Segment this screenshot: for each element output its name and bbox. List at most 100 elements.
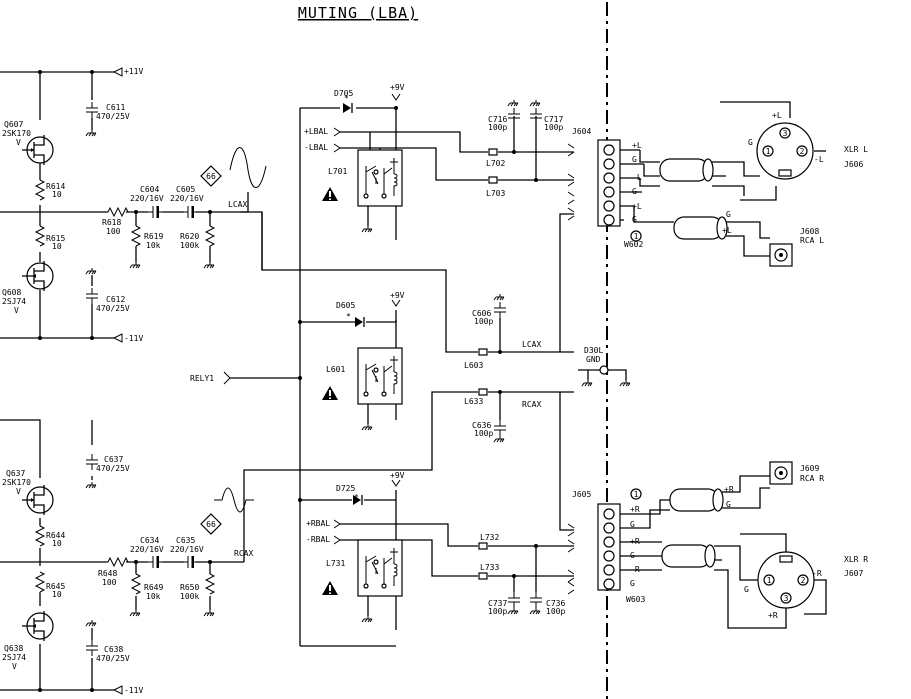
rail-label: +11V bbox=[124, 67, 143, 76]
transistor-rank: V bbox=[14, 306, 19, 315]
jack-name: XLR L bbox=[844, 145, 868, 154]
pin-label: -R bbox=[812, 569, 822, 578]
transistor-type: 2SJ74 bbox=[2, 653, 26, 662]
rca-left-jack bbox=[660, 216, 793, 267]
resistor-ref: R614 bbox=[46, 182, 65, 191]
diode-ref: D705 bbox=[334, 89, 353, 98]
pin-label: +L bbox=[722, 226, 732, 235]
resistor-ref: R648 bbox=[98, 569, 117, 578]
capacitor-ref: C605 bbox=[176, 185, 195, 194]
capacitor-value: 220/16V bbox=[170, 545, 204, 554]
net-label: RCAX bbox=[522, 400, 541, 409]
capacitor-value: 100p bbox=[544, 123, 563, 132]
net-label: LCAX bbox=[228, 200, 247, 209]
net-label: +RBAL bbox=[306, 519, 330, 528]
capacitor-ref: C604 bbox=[140, 185, 159, 194]
capacitor-value: 220/16V bbox=[130, 194, 164, 203]
capacitor-ref: C612 bbox=[106, 295, 125, 304]
pin-label: +L bbox=[632, 202, 642, 211]
rca-right-jack bbox=[669, 461, 793, 512]
net-label: +LBAL bbox=[304, 127, 328, 136]
connector-ref: W602 bbox=[624, 240, 643, 249]
capacitor-ref: C606 bbox=[472, 309, 491, 318]
net-label: LCAX bbox=[522, 340, 541, 349]
transistor-rank: V bbox=[16, 138, 21, 147]
resistor-value: 10 bbox=[52, 190, 62, 199]
relay-ref: L601 bbox=[326, 365, 345, 374]
pin-marker: 1 bbox=[767, 576, 772, 585]
xlr-left-jack bbox=[639, 101, 826, 201]
resistor-value: 10k bbox=[146, 592, 161, 601]
connector-j604 bbox=[567, 139, 660, 227]
resistor-value: 100k bbox=[180, 592, 199, 601]
coil-ref: L733 bbox=[480, 563, 499, 572]
resistor-ref: R618 bbox=[102, 218, 121, 227]
jack-name: J607 bbox=[844, 569, 863, 578]
resistor-value: 100k bbox=[180, 241, 199, 250]
left-buffer-amp bbox=[0, 67, 267, 343]
resistor-value: 10 bbox=[52, 539, 62, 548]
resistor-value: 100 bbox=[106, 227, 121, 236]
capacitor-ref: C737 bbox=[488, 599, 507, 608]
coil-ref: L603 bbox=[464, 361, 483, 370]
pin-marker: 3 bbox=[783, 129, 788, 138]
jack-ref: XLR R bbox=[844, 555, 868, 564]
test-point-marker: 66 bbox=[206, 172, 216, 181]
ground-label: GND bbox=[586, 355, 601, 364]
pin-marker: 3 bbox=[784, 594, 789, 603]
resistor-ref: R644 bbox=[46, 531, 65, 540]
pin-label: -L bbox=[814, 155, 824, 164]
pin-label: G bbox=[726, 210, 731, 219]
transistor-ref: Q607 bbox=[4, 120, 23, 129]
xlr-right-jack bbox=[644, 533, 827, 629]
resistor-ref: R620 bbox=[180, 232, 199, 241]
pin-marker: 2 bbox=[801, 576, 806, 585]
pin-marker: 1 bbox=[634, 490, 639, 499]
connector-ref: J605 bbox=[572, 490, 591, 499]
pin-label: G bbox=[630, 520, 635, 529]
right-buffer-amp bbox=[0, 419, 254, 695]
jack-name: RCA R bbox=[800, 474, 824, 483]
rail-label: -11V bbox=[124, 334, 143, 343]
capacitor-value: 470/25V bbox=[96, 654, 130, 663]
pin-label: +R bbox=[724, 485, 734, 494]
jack-name: RCA L bbox=[800, 236, 824, 245]
resistor-ref: R615 bbox=[46, 234, 65, 243]
capacitor-value: 100p bbox=[474, 429, 493, 438]
pin-marker: 1 bbox=[766, 147, 771, 156]
transistor-ref: Q637 bbox=[6, 469, 25, 478]
pin-label: +R bbox=[630, 505, 640, 514]
capacitor-ref: C716 bbox=[488, 115, 507, 124]
pin-label: -R bbox=[630, 565, 640, 574]
capacitor-value: 220/16V bbox=[170, 194, 204, 203]
resistor-value: 10 bbox=[52, 590, 62, 599]
pin-label: -L bbox=[632, 173, 642, 182]
capacitor-value: 100p bbox=[546, 607, 565, 616]
pin-label: +R bbox=[768, 611, 778, 620]
coil-ref: L732 bbox=[480, 533, 499, 542]
jack-ref: J609 bbox=[800, 464, 819, 473]
diode-ref: D725 bbox=[336, 484, 355, 493]
transistor-type: 2SK170 bbox=[2, 478, 31, 487]
supply-label: +9V bbox=[390, 83, 405, 92]
pin-marker: 2 bbox=[800, 147, 805, 156]
pin-label: G bbox=[632, 215, 637, 224]
pin-label: G bbox=[630, 579, 635, 588]
capacitor-value: 100p bbox=[488, 607, 507, 616]
capacitor-ref: C611 bbox=[106, 103, 125, 112]
pin-label: G bbox=[630, 551, 635, 560]
capacitor-ref: C634 bbox=[140, 536, 159, 545]
diode-ref: D605 bbox=[336, 301, 355, 310]
resistor-ref: R645 bbox=[46, 582, 65, 591]
test-point-marker: 66 bbox=[206, 520, 216, 529]
diode-mark: * bbox=[346, 312, 351, 321]
diode-mark: * bbox=[344, 94, 349, 103]
transistor-ref: Q608 bbox=[2, 288, 21, 297]
relay-ref: L731 bbox=[326, 559, 345, 568]
capacitor-ref: C636 bbox=[472, 421, 491, 430]
coil-ref: L702 bbox=[486, 159, 505, 168]
resistor-value: 100 bbox=[102, 578, 117, 587]
capacitor-ref: C736 bbox=[546, 599, 565, 608]
capacitor-value: 470/25V bbox=[96, 112, 130, 121]
